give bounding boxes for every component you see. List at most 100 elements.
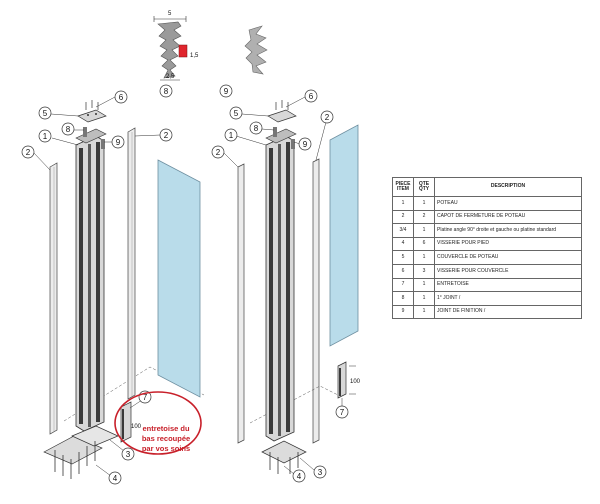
seal-profile-9-shape	[244, 25, 268, 75]
description-cell: VISSERIE POUR PIED	[434, 236, 582, 252]
callout-9-top	[219, 84, 233, 98]
callout-5-left	[38, 106, 52, 120]
qty-cell: 2	[413, 209, 435, 225]
qty-cell: 1	[413, 304, 435, 320]
svg-text:7: 7	[340, 408, 345, 417]
callout-5-right	[229, 106, 243, 120]
base-plate-right	[261, 440, 307, 464]
svg-text:4: 4	[113, 474, 118, 483]
note-line-2: bas recoupée	[142, 434, 190, 443]
header-description: DESCRIPTION	[434, 177, 582, 197]
header-qty: QTE QTY	[413, 177, 435, 197]
description-cell: ENTRETOISE	[434, 277, 582, 293]
glass-panel-left	[157, 159, 201, 398]
svg-text:6: 6	[309, 92, 314, 101]
callout-8-top	[159, 84, 173, 98]
svg-text:2: 2	[164, 131, 169, 140]
item-cell: 1	[392, 196, 414, 211]
callout-9-left	[111, 135, 125, 149]
svg-text:3: 3	[126, 450, 131, 459]
callout-4-right	[292, 469, 306, 483]
svg-text:8: 8	[164, 87, 169, 96]
description-cell: VISSERIE POUR COUVERCLE	[434, 263, 582, 279]
dim-bottom-width: 2,5	[166, 74, 175, 80]
item-cell: 7	[392, 277, 414, 293]
header-item: PIECE ITEM	[392, 177, 414, 197]
item-cell: 8	[392, 291, 414, 306]
svg-text:1: 1	[229, 131, 234, 140]
callout-4-left	[108, 471, 122, 485]
capot-2-right-b	[312, 158, 320, 444]
glass-panel-right	[329, 124, 359, 347]
svg-text:9: 9	[224, 87, 229, 96]
seal-profile-8-detail: 5 1,5 2,5 8	[153, 11, 199, 98]
dim-100-left: 100	[131, 424, 142, 430]
svg-text:9: 9	[116, 138, 121, 147]
svg-text:2: 2	[26, 148, 31, 157]
svg-text:4: 4	[297, 472, 302, 481]
callout-2-right-b	[320, 110, 334, 124]
callout-9-right	[298, 137, 312, 151]
svg-text:5: 5	[43, 109, 48, 118]
qty-cell: 1	[413, 277, 435, 293]
note-highlight-circle	[114, 391, 202, 455]
capot-2-left-a	[49, 162, 58, 435]
svg-text:5: 5	[234, 109, 239, 118]
qty-cell: 1	[413, 223, 435, 238]
callout-1-left	[38, 129, 52, 143]
callout-1-right	[224, 128, 238, 142]
capot-2-left-b	[127, 127, 136, 400]
note-line-1: entretoise du	[142, 424, 190, 433]
cover-plate-5-left	[77, 109, 107, 123]
item-cell: 6	[392, 263, 414, 279]
qty-cell: 3	[413, 263, 435, 279]
item-cell: 2	[392, 209, 414, 225]
qty-cell: 1	[413, 196, 435, 211]
right-callouts: 5 6 1 8 9 2 2 3 4 7	[211, 89, 349, 483]
description-cell: 1° JOINT /	[434, 291, 582, 306]
svg-text:9: 9	[303, 140, 308, 149]
callout-8-left	[61, 122, 75, 136]
svg-text:8: 8	[66, 125, 71, 134]
qty-cell: 1	[413, 250, 435, 265]
callout-3-right	[313, 465, 327, 479]
svg-text:3: 3	[318, 468, 323, 477]
cover-plate-5-right	[267, 109, 297, 123]
svg-text:7: 7	[143, 393, 148, 402]
item-cell: 9	[392, 304, 414, 320]
note-line-3: par vos soins	[142, 444, 190, 453]
description-cell: POTEAU	[434, 196, 582, 211]
dim-top-width: 5	[168, 11, 172, 17]
seal-profile-8-shape	[157, 21, 182, 79]
callout-8-right	[249, 121, 263, 135]
parts-table-header: PIECE ITEM QTE QTY DESCRIPTION	[392, 177, 582, 197]
qty-cell: 1	[413, 291, 435, 306]
dim-gap: 1,5	[190, 53, 199, 59]
item-cell: 5	[392, 250, 414, 265]
left-assembly: 100 5 6 1 8 9 2	[21, 90, 205, 485]
callout-6-left	[114, 90, 128, 104]
callout-2-right-a	[211, 145, 225, 159]
seal-profile-9-detail: 9	[219, 25, 268, 98]
svg-text:1: 1	[43, 132, 48, 141]
svg-text:6: 6	[119, 93, 124, 102]
left-callouts: 5 6 1 8 9 2 2 3 4 7	[21, 90, 173, 485]
description-cell: COUVERCLE DE POTEAU	[434, 250, 582, 265]
item-cell: 4	[392, 236, 414, 252]
callout-2-left-a	[21, 145, 35, 159]
callout-7-right	[335, 405, 349, 419]
svg-text:8: 8	[254, 124, 259, 133]
item-cell: 3/4	[392, 223, 414, 238]
svg-text:2: 2	[325, 113, 330, 122]
svg-text:2: 2	[216, 148, 221, 157]
callout-3-left	[121, 447, 135, 461]
